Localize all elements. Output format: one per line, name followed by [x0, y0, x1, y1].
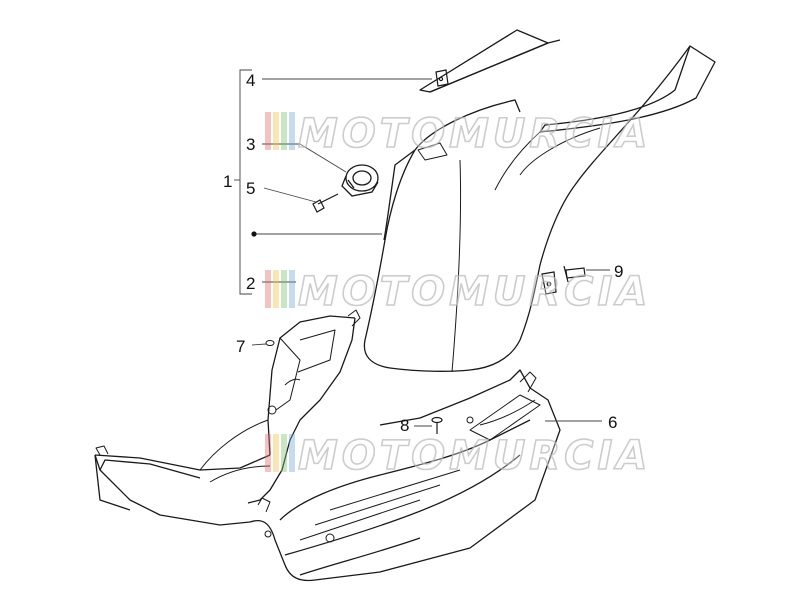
- washer-part: [265, 340, 275, 346]
- callout-8: 8: [400, 416, 409, 435]
- callout-6: 6: [608, 413, 617, 432]
- callout-5: 5: [246, 179, 255, 198]
- clip-screw-part: [541, 265, 586, 295]
- watermark-2: MOTOMURCIA: [265, 268, 651, 316]
- callout-4: 4: [246, 71, 255, 90]
- watermark-logo: [265, 434, 295, 472]
- watermark-1: MOTOMURCIA: [265, 110, 651, 158]
- callout-labels: 4 3 1 5 2 9 7 8 6: [223, 71, 623, 435]
- screw-part: [312, 193, 339, 213]
- watermark-text: MOTOMURCIA: [298, 433, 651, 479]
- watermark-logo: [265, 270, 295, 308]
- watermark-logo: [265, 112, 295, 150]
- callout-1: 1: [223, 172, 232, 191]
- callout-2: 2: [246, 274, 255, 293]
- watermark-text: MOTOMURCIA: [298, 269, 651, 315]
- callout-7: 7: [236, 337, 245, 356]
- bolt-part: [431, 416, 443, 434]
- footboard-panel: [94, 309, 561, 582]
- leg-shield-panel: [363, 29, 716, 373]
- watermark-3: MOTOMURCIA: [265, 432, 651, 480]
- callout-9: 9: [614, 262, 623, 281]
- watermark-text: MOTOMURCIA: [298, 111, 651, 157]
- lock-assembly: [341, 164, 379, 197]
- clip-part: [435, 69, 449, 87]
- callout-3: 3: [246, 135, 255, 154]
- bullet-dot: [251, 231, 257, 237]
- leader-lines: [234, 69, 610, 427]
